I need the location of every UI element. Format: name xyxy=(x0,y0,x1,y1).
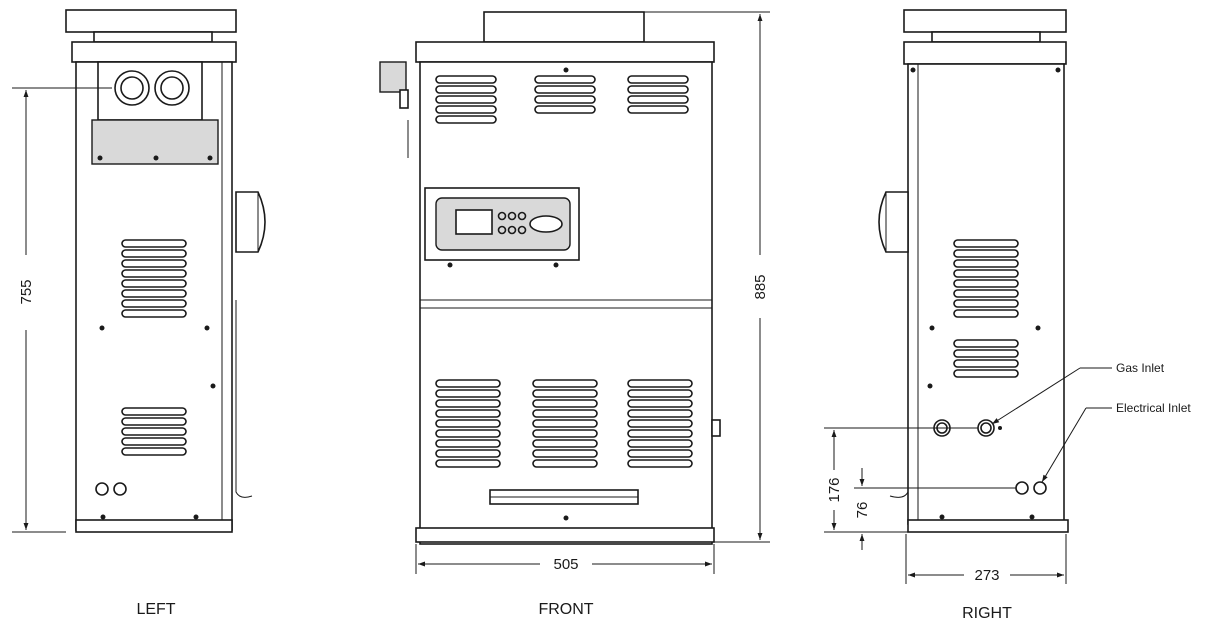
front-height-label: 885 xyxy=(752,274,769,299)
left-view-label: LEFT xyxy=(136,601,175,618)
front-view xyxy=(379,11,721,545)
right-width-dimension: 273 xyxy=(905,534,1067,584)
right-width-label: 273 xyxy=(974,567,999,584)
gas-inlet-label: Gas Inlet xyxy=(1116,361,1165,375)
front-view-label: FRONT xyxy=(538,601,593,618)
left-height-label: 755 xyxy=(18,279,35,304)
left-view xyxy=(65,9,266,533)
left-height-dimension: 755 xyxy=(12,87,112,533)
front-height-dimension: 885 xyxy=(644,11,770,543)
inlet-height-dimensions: 176 76 xyxy=(824,427,1016,550)
gas-inlet-callout: Gas Inlet xyxy=(991,361,1165,425)
electrical-inlet-callout: Electrical Inlet xyxy=(1041,401,1191,483)
right-view xyxy=(878,9,1069,533)
electrical-inlet-label: Electrical Inlet xyxy=(1116,401,1191,415)
front-width-dimension: 505 xyxy=(415,544,715,574)
gas-inlet-height-label: 176 xyxy=(826,477,843,502)
front-width-label: 505 xyxy=(553,556,578,573)
electrical-inlet-height-label: 76 xyxy=(854,502,871,519)
right-view-label: RIGHT xyxy=(962,605,1012,622)
